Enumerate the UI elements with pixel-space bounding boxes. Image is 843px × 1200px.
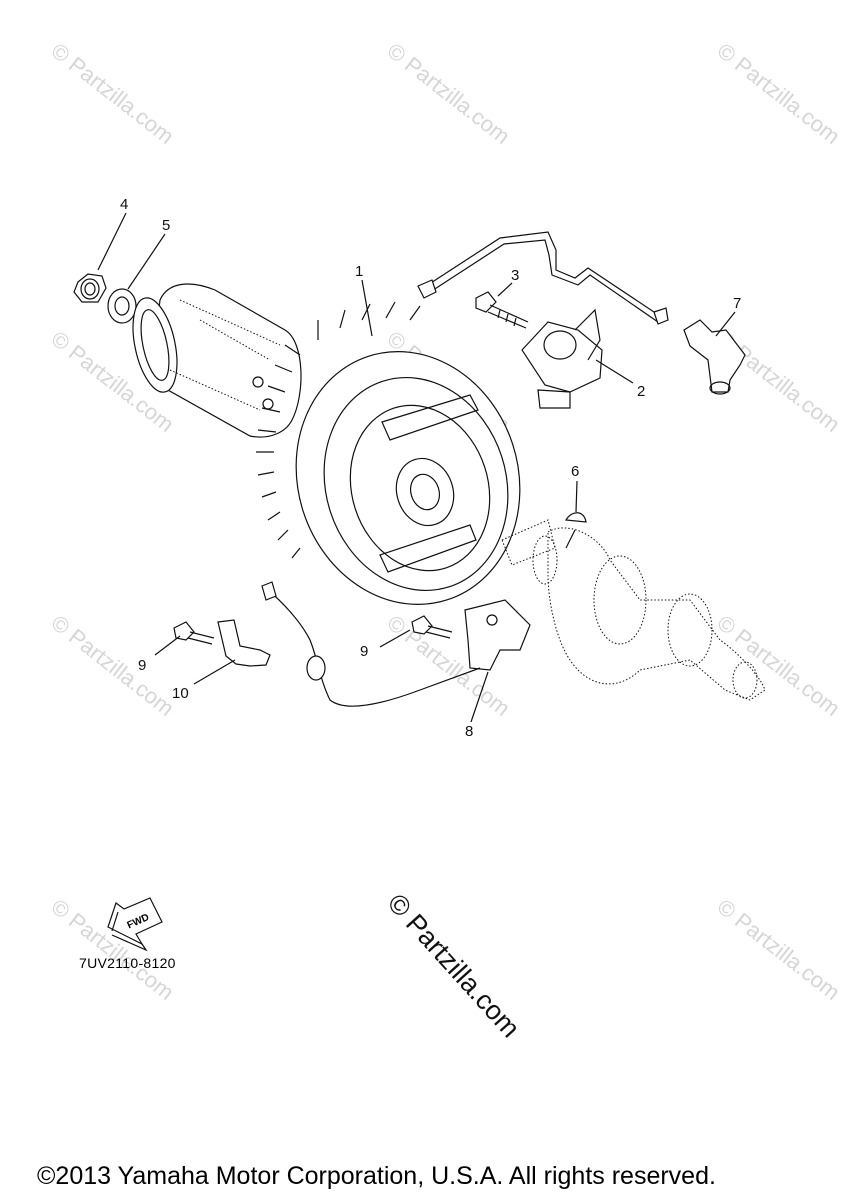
- fwd-arrow-icon: FWD: [107, 897, 163, 952]
- bolt-part[interactable]: [475, 291, 529, 329]
- callout-9: 9: [360, 643, 368, 660]
- woodruff-key-part[interactable]: [564, 512, 587, 523]
- crankshaft-part[interactable]: [501, 519, 766, 701]
- starter-cup-part[interactable]: [125, 283, 302, 438]
- callout-8: 8: [465, 723, 473, 740]
- callout-4: 4: [120, 196, 128, 213]
- bracket-part[interactable]: [217, 619, 271, 667]
- washer-part[interactable]: [107, 288, 137, 324]
- callout-10: 10: [172, 685, 189, 702]
- callout-9: 9: [138, 657, 146, 674]
- callout-5: 5: [162, 217, 170, 234]
- screw-part[interactable]: [173, 621, 215, 645]
- leader-lines: [97, 212, 736, 723]
- nut-part[interactable]: [73, 273, 107, 303]
- callout-6: 6: [571, 463, 579, 480]
- callout-2: 2: [637, 383, 645, 400]
- diagram-code: 7UV2110-8120: [79, 955, 176, 971]
- screw-part[interactable]: [411, 615, 453, 639]
- callout-3: 3: [511, 267, 519, 284]
- callout-7: 7: [733, 295, 741, 312]
- pulser-coil-part[interactable]: [261, 581, 531, 707]
- plug-cap-part[interactable]: [683, 319, 746, 395]
- flywheel-part[interactable]: [256, 301, 552, 634]
- ignition-coil-part[interactable]: [417, 231, 669, 409]
- copyright-text: ©2013 Yamaha Motor Corporation, U.S.A. A…: [37, 1162, 716, 1190]
- callout-1: 1: [355, 263, 363, 280]
